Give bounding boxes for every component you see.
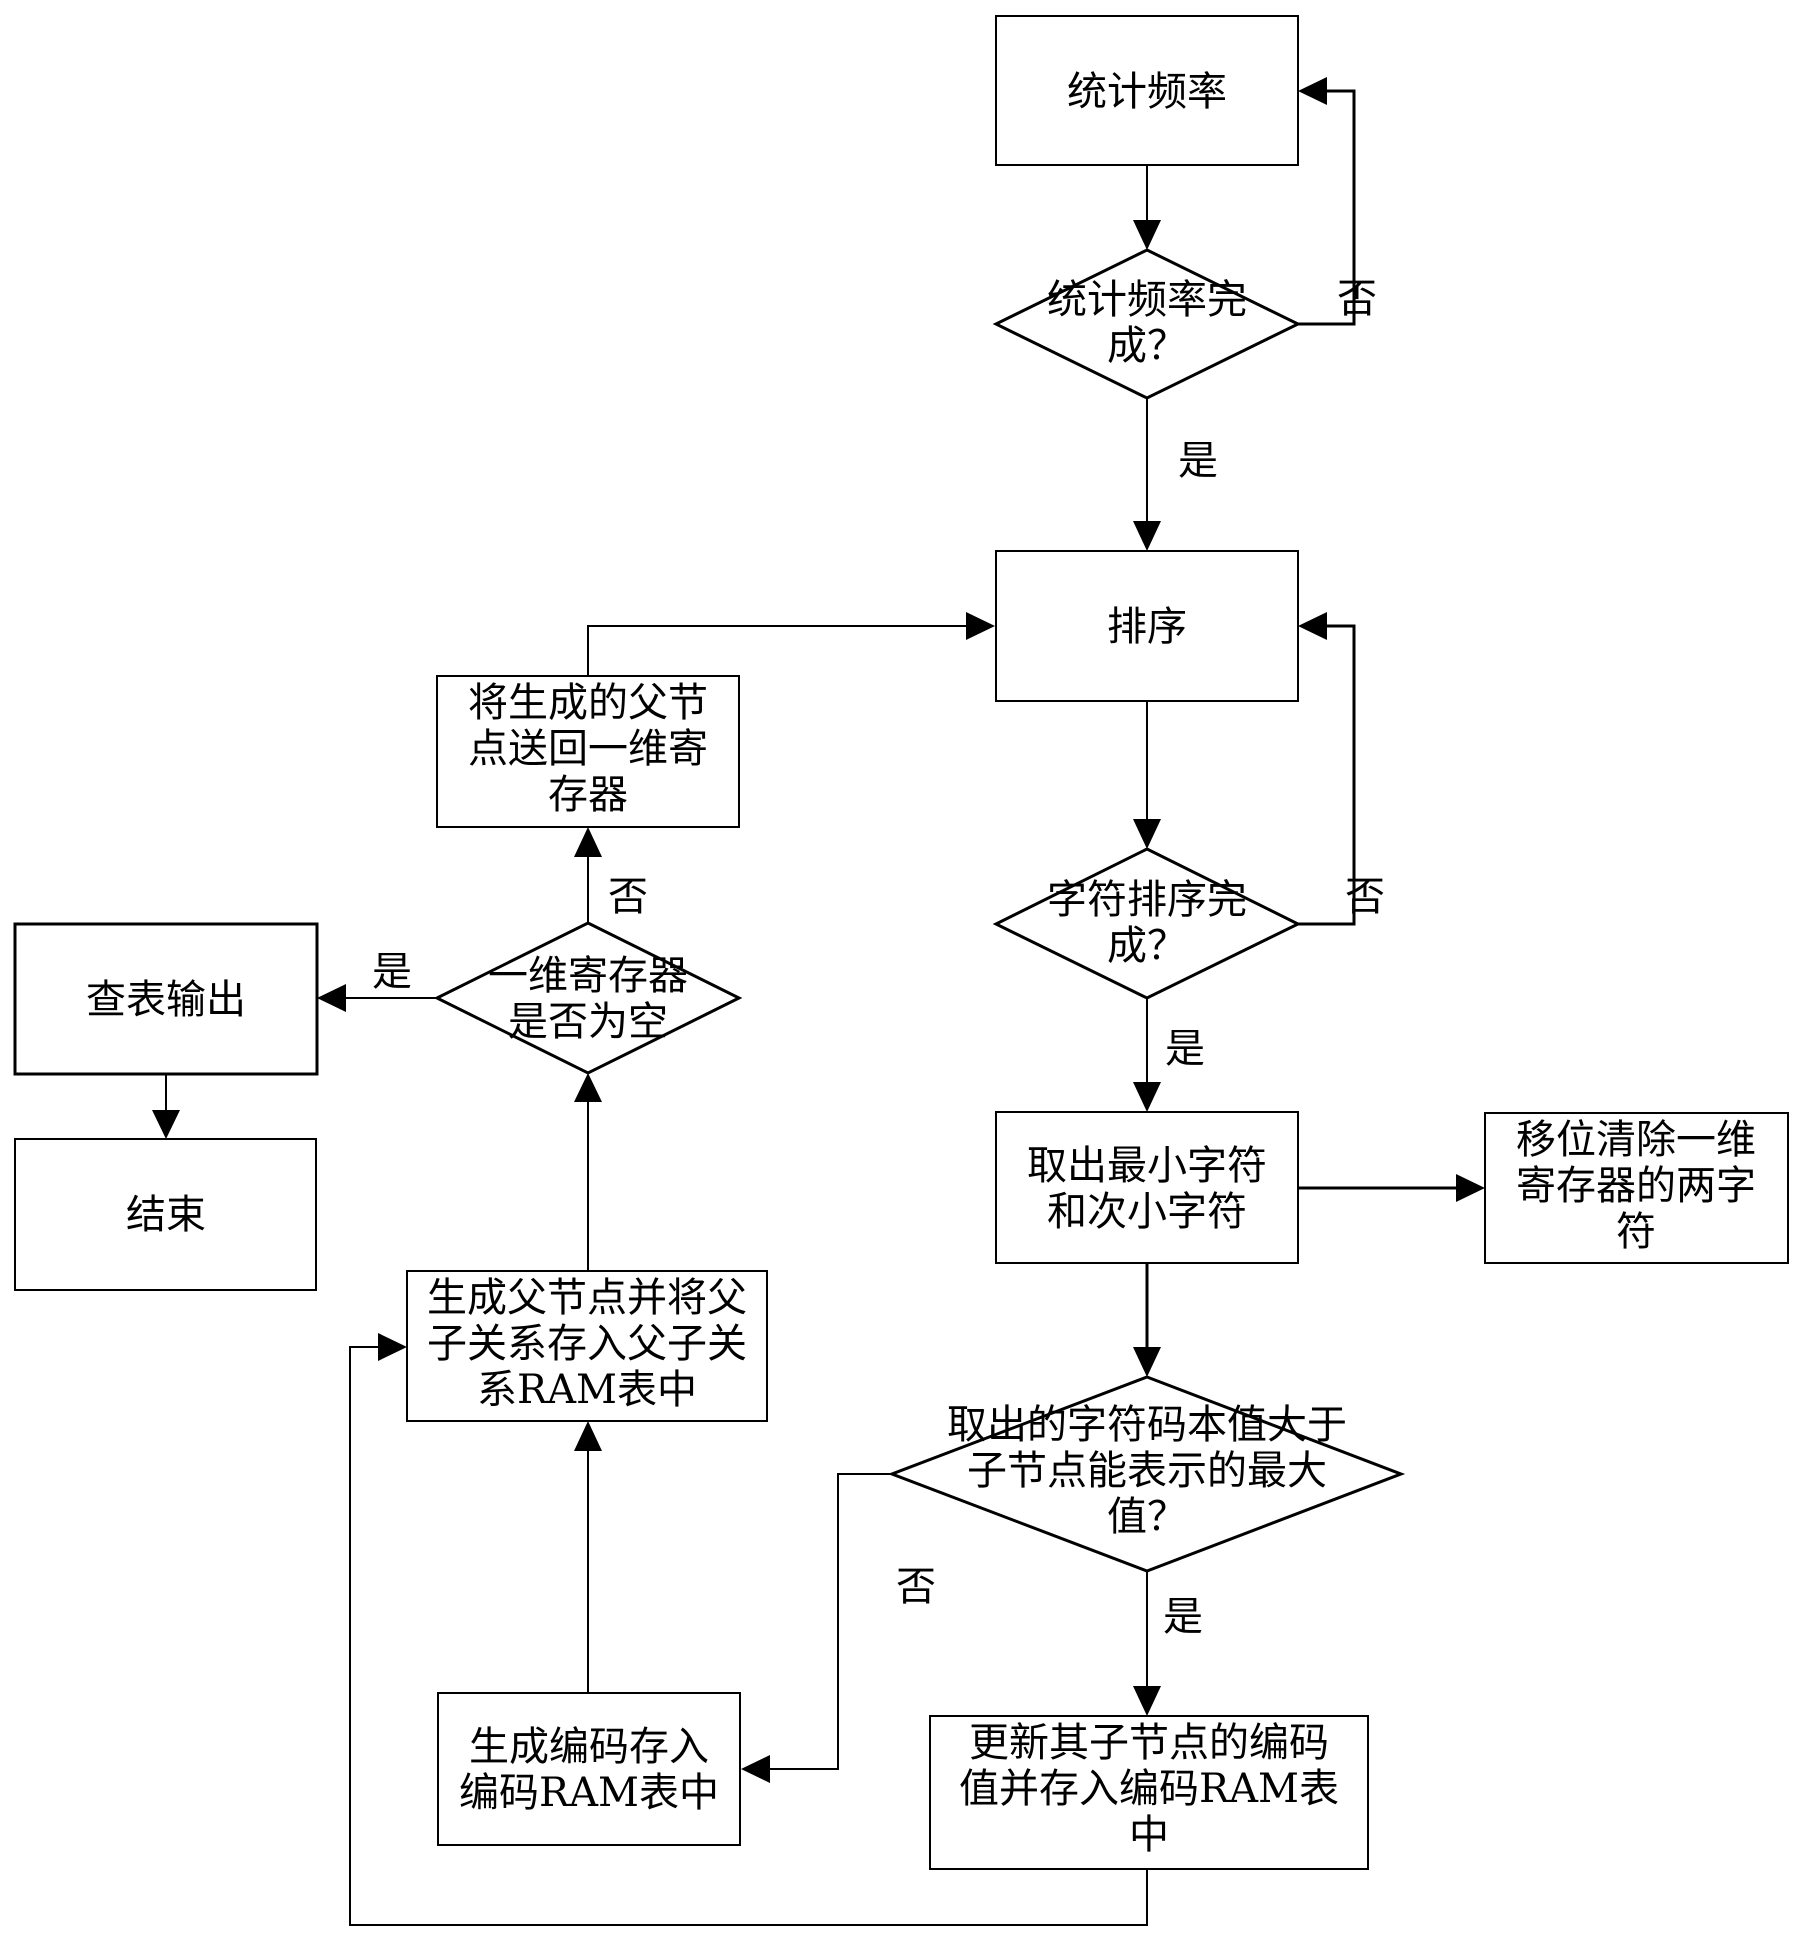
node-label-line: 值？ — [1107, 1494, 1187, 1540]
node-sort[interactable]: 排序 — [995, 550, 1299, 702]
node-label-line: 是否为空 — [508, 999, 668, 1045]
node-label: 移位清除一维寄存器的两字符 — [1516, 1117, 1756, 1255]
node-label-line: 字符排序完 — [1047, 877, 1247, 923]
node-label: 取出最小字符和次小字符 — [1027, 1143, 1267, 1235]
node-label: 将生成的父节点送回一维寄存器 — [468, 680, 708, 818]
node-label: 更新其子节点的编码值并存入编码RAM表中 — [959, 1720, 1339, 1858]
edge-check-no — [765, 1473, 892, 1770]
node-label-line: 中 — [1129, 1812, 1169, 1858]
arrowhead-down — [152, 1110, 180, 1139]
node-gen-code[interactable]: 生成编码存入编码RAM表中 — [437, 1692, 741, 1846]
arrowhead-down — [1133, 1082, 1161, 1112]
arrowhead-down — [1133, 1347, 1161, 1377]
node-label: 生成编码存入编码RAM表中 — [459, 1724, 719, 1816]
arrowhead-right — [966, 612, 995, 640]
node-label: 一维寄存器是否为空 — [488, 953, 688, 1045]
decision-count-done[interactable]: 统计频率完成？ — [992, 248, 1302, 400]
node-label-line: 生成编码存入 — [469, 1724, 709, 1770]
edge-update-to-parent — [349, 1346, 1148, 1926]
arrowhead-down — [1133, 220, 1161, 250]
arrowhead-left — [1298, 612, 1327, 640]
arrowhead-down — [1133, 819, 1161, 849]
node-update-code[interactable]: 更新其子节点的编码值并存入编码RAM表中 — [929, 1715, 1369, 1870]
node-label-line: 成？ — [1107, 923, 1187, 969]
arrowhead-up — [574, 1073, 602, 1102]
node-send-back[interactable]: 将生成的父节点送回一维寄存器 — [436, 675, 740, 828]
node-label: 排序 — [1107, 604, 1187, 650]
connectors — [152, 77, 1485, 1926]
node-label-line: 移位清除一维 — [1516, 1117, 1756, 1163]
label-sort-yes: 是 — [1165, 1026, 1205, 1072]
node-label-line: 排序 — [1107, 604, 1187, 650]
node-label-line: 生成父节点并将父 — [427, 1275, 747, 1321]
node-label-line: 更新其子节点的编码 — [969, 1720, 1329, 1766]
node-label-line: 取出最小字符 — [1027, 1143, 1267, 1189]
arrowhead-up — [574, 1421, 602, 1451]
edge-sort-no-loop — [1298, 624, 1356, 926]
label-empty-no: 否 — [608, 874, 648, 920]
node-take-min[interactable]: 取出最小字符和次小字符 — [995, 1111, 1299, 1264]
label-count-no: 否 — [1337, 276, 1377, 322]
node-label-line: 子关系存入父子关 — [427, 1321, 747, 1367]
node-label: 字符排序完成？ — [1047, 877, 1247, 969]
arrowhead-left — [317, 984, 346, 1012]
label-count-yes: 是 — [1178, 438, 1218, 484]
node-label: 结束 — [126, 1192, 206, 1238]
decision-sort-done[interactable]: 字符排序完成？ — [992, 847, 1302, 1000]
node-label-line: 存器 — [548, 772, 628, 818]
edge-count-no-loop — [1298, 89, 1356, 326]
node-label-line: 统计频率 — [1067, 69, 1227, 115]
node-label-line: 查表输出 — [86, 977, 246, 1023]
node-label-line: 成？ — [1107, 323, 1187, 369]
node-label-line: 子节点能表示的最大 — [967, 1448, 1327, 1494]
node-label-line: 寄存器的两字 — [1516, 1163, 1756, 1209]
label-check-no: 否 — [896, 1564, 936, 1610]
node-gen-parent[interactable]: 生成父节点并将父子关系存入父子关系RAM表中 — [406, 1270, 768, 1422]
label-empty-yes: 是 — [372, 949, 412, 995]
label-check-yes: 是 — [1163, 1594, 1203, 1640]
node-label-line: 和次小字符 — [1047, 1189, 1247, 1235]
arrowhead-down — [1133, 1686, 1161, 1716]
arrowhead-down — [1133, 521, 1161, 551]
node-label-line: 统计频率完 — [1047, 277, 1247, 323]
node-label-line: 结束 — [126, 1192, 206, 1238]
node-label: 统计频率完成？ — [1047, 277, 1247, 369]
node-label-line: 点送回一维寄 — [468, 726, 708, 772]
label-sort-no: 否 — [1345, 874, 1385, 920]
arrowhead-right — [1456, 1174, 1485, 1202]
node-label: 取出的字符码本值大于子节点能表示的最大值？ — [947, 1402, 1347, 1540]
node-label-line: 值并存入编码RAM表 — [959, 1766, 1339, 1812]
node-count-freq[interactable]: 统计频率 — [995, 15, 1299, 166]
arrowhead-right — [378, 1333, 407, 1361]
decision-code-check[interactable]: 取出的字符码本值大于子节点能表示的最大值？ — [887, 1375, 1406, 1573]
node-label-line: 将生成的父节 — [468, 680, 708, 726]
arrowhead-left — [741, 1755, 770, 1783]
node-label: 统计频率 — [1067, 69, 1227, 115]
node-label: 查表输出 — [86, 977, 246, 1023]
node-label-line: 系RAM表中 — [477, 1367, 697, 1413]
node-label-line: 编码RAM表中 — [459, 1770, 719, 1816]
node-shift-clear[interactable]: 移位清除一维寄存器的两字符 — [1484, 1112, 1789, 1264]
node-label-line: 取出的字符码本值大于 — [947, 1402, 1347, 1448]
node-label-line: 一维寄存器 — [488, 953, 688, 999]
arrowhead-up — [574, 827, 602, 857]
node-label-line: 符 — [1616, 1209, 1656, 1255]
decision-reg-empty[interactable]: 一维寄存器是否为空 — [433, 921, 743, 1075]
edge-sendback-to-sort — [587, 625, 970, 676]
node-end[interactable]: 结束 — [14, 1138, 317, 1291]
node-lookup-output[interactable]: 查表输出 — [13, 922, 319, 1076]
node-label: 生成父节点并将父子关系存入父子关系RAM表中 — [427, 1275, 747, 1413]
arrowhead-left — [1298, 77, 1327, 105]
